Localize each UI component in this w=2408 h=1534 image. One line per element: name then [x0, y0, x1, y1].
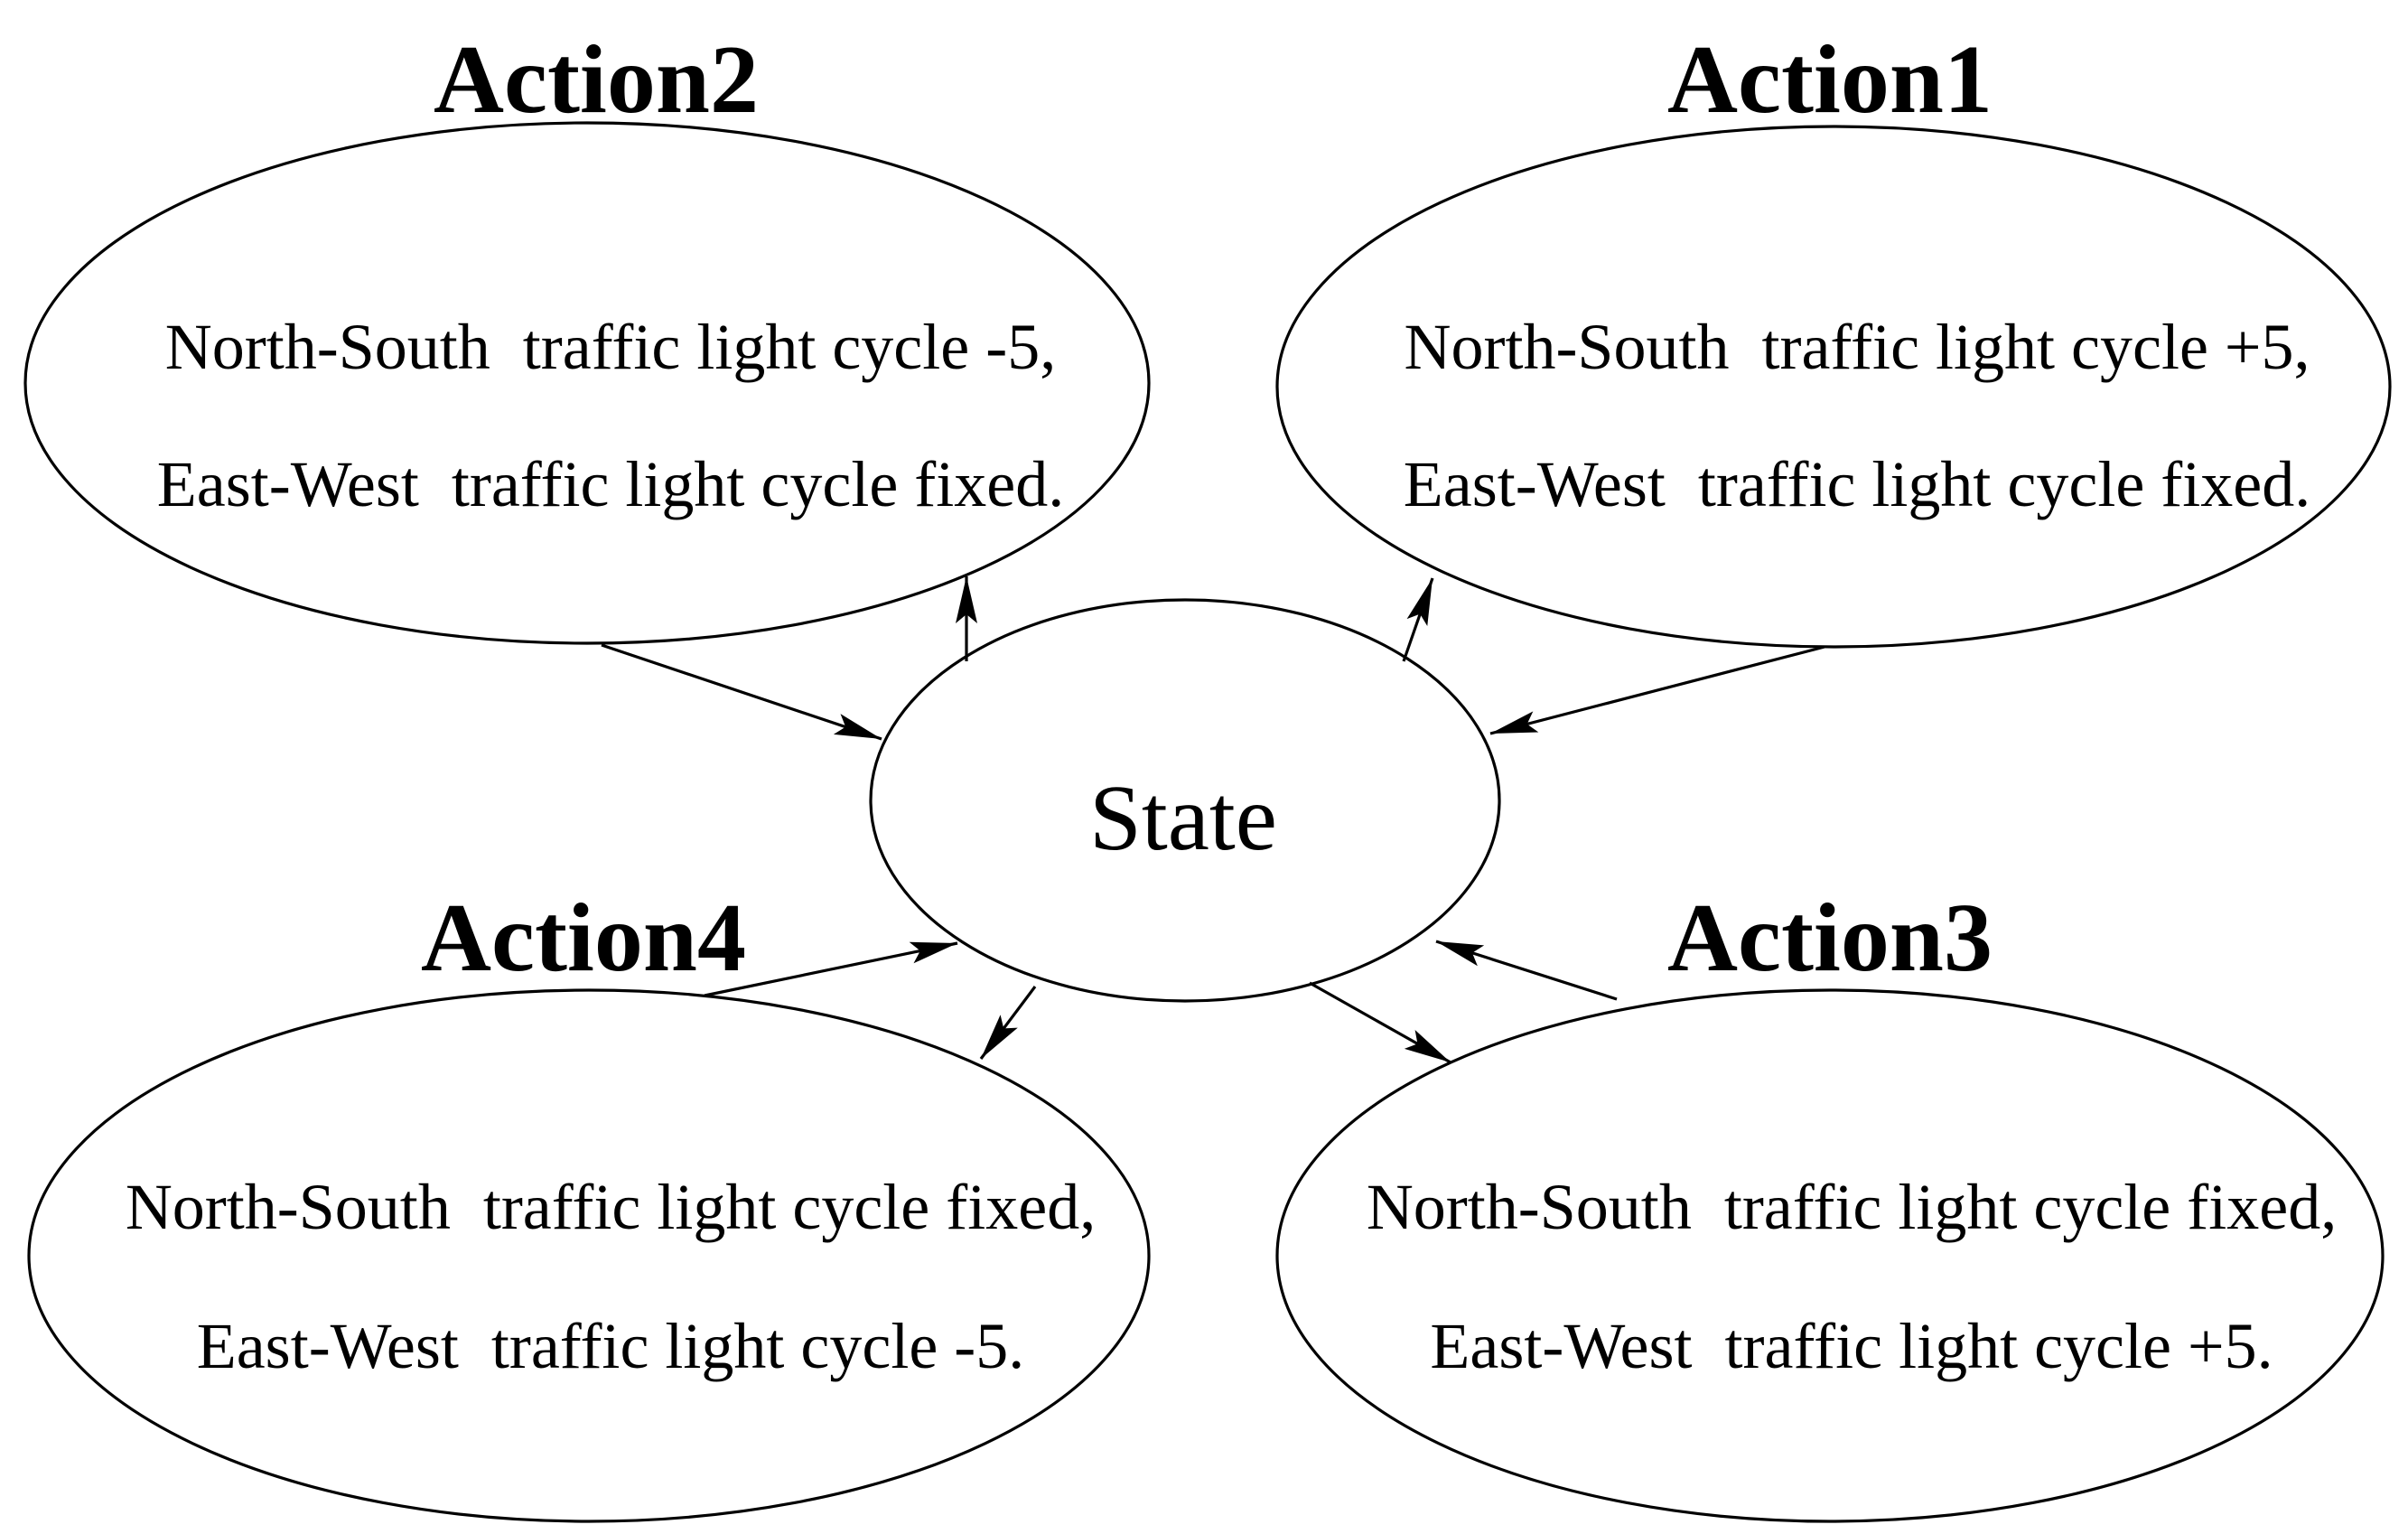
action2-line2: East-West traffic light cycle fixed.	[157, 448, 1064, 520]
action3-ellipse	[1275, 988, 2385, 1523]
arrow-state-to-action3	[1309, 981, 1451, 1064]
arrow-action2-to-state	[601, 643, 882, 741]
action1-ellipse	[1275, 125, 2392, 649]
action3-line2: East-West traffic light cycle +5.	[1430, 1310, 2273, 1382]
action4-ellipse	[27, 988, 1151, 1523]
action4-line1: North-South traffic light cycle fixed,	[126, 1171, 1096, 1243]
action3-node: Action3 North-South traffic light cycle …	[1275, 884, 2385, 1523]
arrow-state-to-action1	[1402, 577, 1434, 662]
action4-line2: East-West traffic light cycle -5.	[197, 1310, 1025, 1382]
state-label: State	[1089, 766, 1277, 870]
action2-ellipse	[23, 121, 1151, 645]
action1-title: Action1	[1667, 26, 1993, 134]
action2-line1: North-South traffic light cycle -5,	[165, 311, 1056, 383]
action4-node: Action4 North-South traffic light cycle …	[27, 884, 1151, 1523]
action1-node: Action1 North-South traffic light cycle …	[1275, 26, 2392, 649]
arrow-action3-to-state	[1435, 940, 1618, 1001]
action4-title: Action4	[421, 884, 746, 992]
action3-line1: North-South traffic light cycle fixed,	[1367, 1171, 2337, 1243]
action1-line2: East-West traffic light cycle fixed.	[1404, 448, 2310, 520]
state-node: State	[869, 598, 1501, 1003]
arrow-action4-to-state	[704, 941, 958, 997]
arrow-action1-to-state	[1489, 645, 1825, 735]
action2-node: Action2 North-South traffic light cycle …	[23, 26, 1151, 645]
action1-line1: North-South traffic light cycle +5,	[1404, 311, 2310, 383]
action3-title: Action3	[1667, 884, 1993, 992]
action2-title: Action2	[434, 26, 759, 134]
arrow-state-to-action4	[979, 986, 1037, 1060]
state-ellipse	[869, 598, 1501, 1003]
